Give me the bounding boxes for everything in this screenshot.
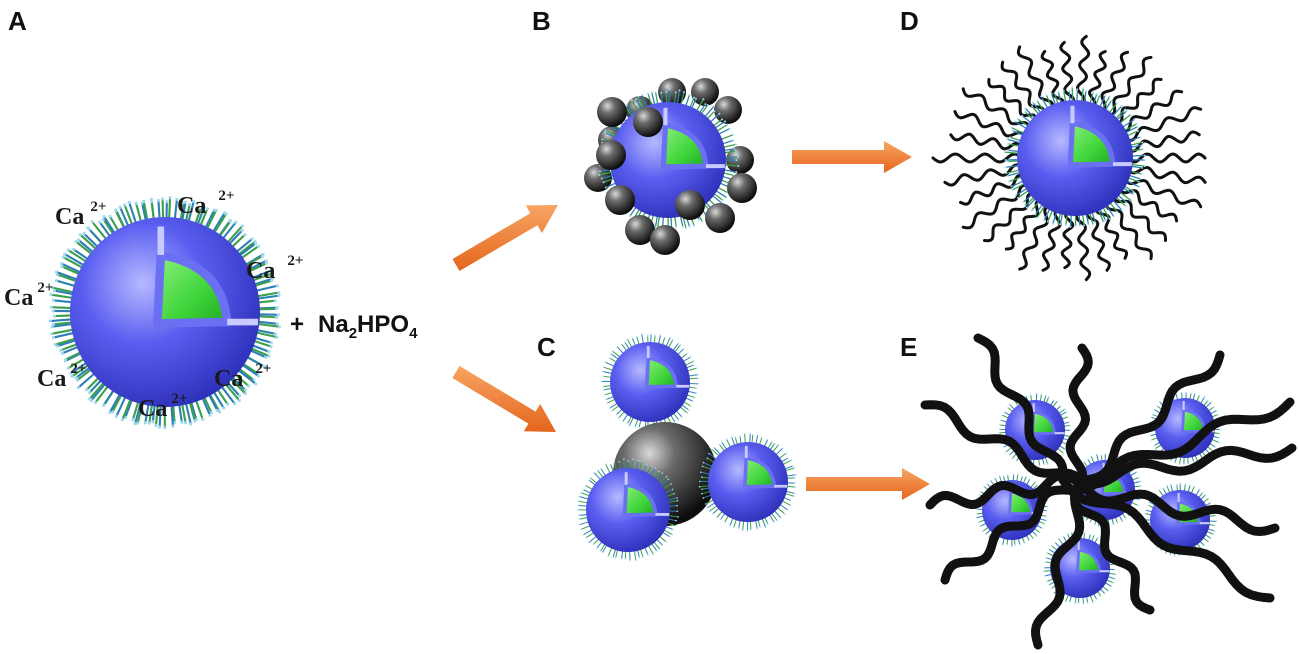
calcium-phosphate-particle	[596, 140, 626, 170]
polymer-chain	[1041, 207, 1062, 272]
polymer-chain	[961, 183, 1032, 230]
polymer-chain	[1030, 475, 1092, 650]
calcium-phosphate-particle	[691, 78, 719, 106]
polymer-chain	[1016, 45, 1055, 113]
polymer-chain	[1082, 485, 1280, 537]
polymer-chain	[1082, 350, 1225, 485]
calcium-phosphate-particle	[597, 97, 627, 127]
arrow-b-to-d	[792, 141, 912, 173]
green-core	[1008, 490, 1033, 515]
polymer-chain	[1040, 50, 1065, 109]
polymer-chain	[1058, 475, 1275, 603]
polymer-chain	[925, 470, 1080, 510]
polymer-chain	[1126, 152, 1207, 164]
panel-label-c: C	[537, 332, 556, 362]
polymer-chain	[949, 132, 1025, 151]
polymer-chain	[959, 173, 1028, 206]
crosslinked-network-e	[920, 333, 1297, 650]
polymer-chain	[931, 152, 1024, 164]
polymer-chain	[983, 191, 1038, 243]
polymer-chain	[1118, 89, 1184, 133]
polymer-chain	[1070, 485, 1155, 615]
polymer-chain	[1105, 198, 1153, 261]
calcium-phosphate-particle	[714, 96, 742, 124]
reagent-label: + Na2HPO4	[290, 311, 418, 342]
core-shell-particle-e	[1042, 531, 1117, 605]
polymer-chain	[1004, 198, 1045, 251]
nanoparticle-b	[584, 78, 757, 255]
polymer-chain	[1065, 343, 1093, 495]
polymer-chain	[1060, 209, 1075, 270]
green-core	[153, 250, 232, 328]
polymer-chain	[1059, 40, 1076, 107]
core-shell-particle-c2	[698, 432, 797, 532]
calcium-phosphate-particle	[675, 190, 705, 220]
polymer-chain	[1085, 207, 1111, 272]
nanoparticle-d	[931, 34, 1207, 282]
polymer-chain	[1122, 106, 1203, 142]
polymer-chain	[953, 110, 1028, 141]
polymer-chain	[920, 400, 1092, 495]
calcium-phosphate-particle	[658, 78, 686, 106]
green-core	[743, 456, 776, 489]
surface-ligands	[1003, 86, 1146, 228]
polymer-chain	[1112, 192, 1167, 242]
arrow-a-to-b	[452, 205, 558, 271]
polymer-chain	[1075, 34, 1091, 107]
reaction-arrows	[452, 141, 930, 500]
nanoparticles-layer	[48, 34, 1297, 650]
calcium-phosphate-particle	[605, 185, 635, 215]
surface-ligands	[48, 196, 281, 430]
core-shell-nanoparticle-a	[48, 196, 281, 430]
green-core	[1076, 548, 1101, 573]
polymer-chain	[1122, 175, 1203, 209]
panel-label-e: E	[900, 332, 917, 362]
green-core	[660, 122, 709, 170]
arrow-c-to-e	[806, 468, 930, 500]
core-shell-particle-e	[1148, 391, 1222, 465]
calcium-phosphate-particle	[727, 173, 757, 203]
polymer-chain	[1074, 209, 1092, 282]
green-core	[1031, 410, 1056, 435]
core-shell-particle-c1	[600, 333, 699, 431]
green-core	[622, 482, 658, 517]
polymer-chain	[1097, 50, 1130, 113]
green-core	[645, 356, 678, 389]
polymer-chain	[943, 163, 1025, 187]
calcium-phosphate-particle	[625, 215, 655, 245]
polymer-chain	[1070, 443, 1297, 489]
core-shell-core-d	[1003, 86, 1146, 228]
calcium-phosphate-particle	[650, 225, 680, 255]
calcium-phosphate-particle	[726, 146, 754, 174]
panel-label-a: A	[8, 6, 27, 36]
polymer-chain	[973, 333, 1068, 485]
polymer-chain	[1125, 166, 1207, 185]
core-shell-particle-c3	[577, 458, 679, 562]
panel-label-d: D	[900, 6, 919, 36]
calcium-phosphate-particle	[633, 107, 663, 137]
calcium-phosphate-particle	[705, 203, 735, 233]
green-core	[1067, 120, 1116, 168]
nanoparticle-cluster-c	[577, 333, 797, 562]
arrow-a-to-c	[452, 366, 556, 432]
panel-label-b: B	[532, 6, 551, 36]
polymer-chain	[940, 485, 1068, 585]
